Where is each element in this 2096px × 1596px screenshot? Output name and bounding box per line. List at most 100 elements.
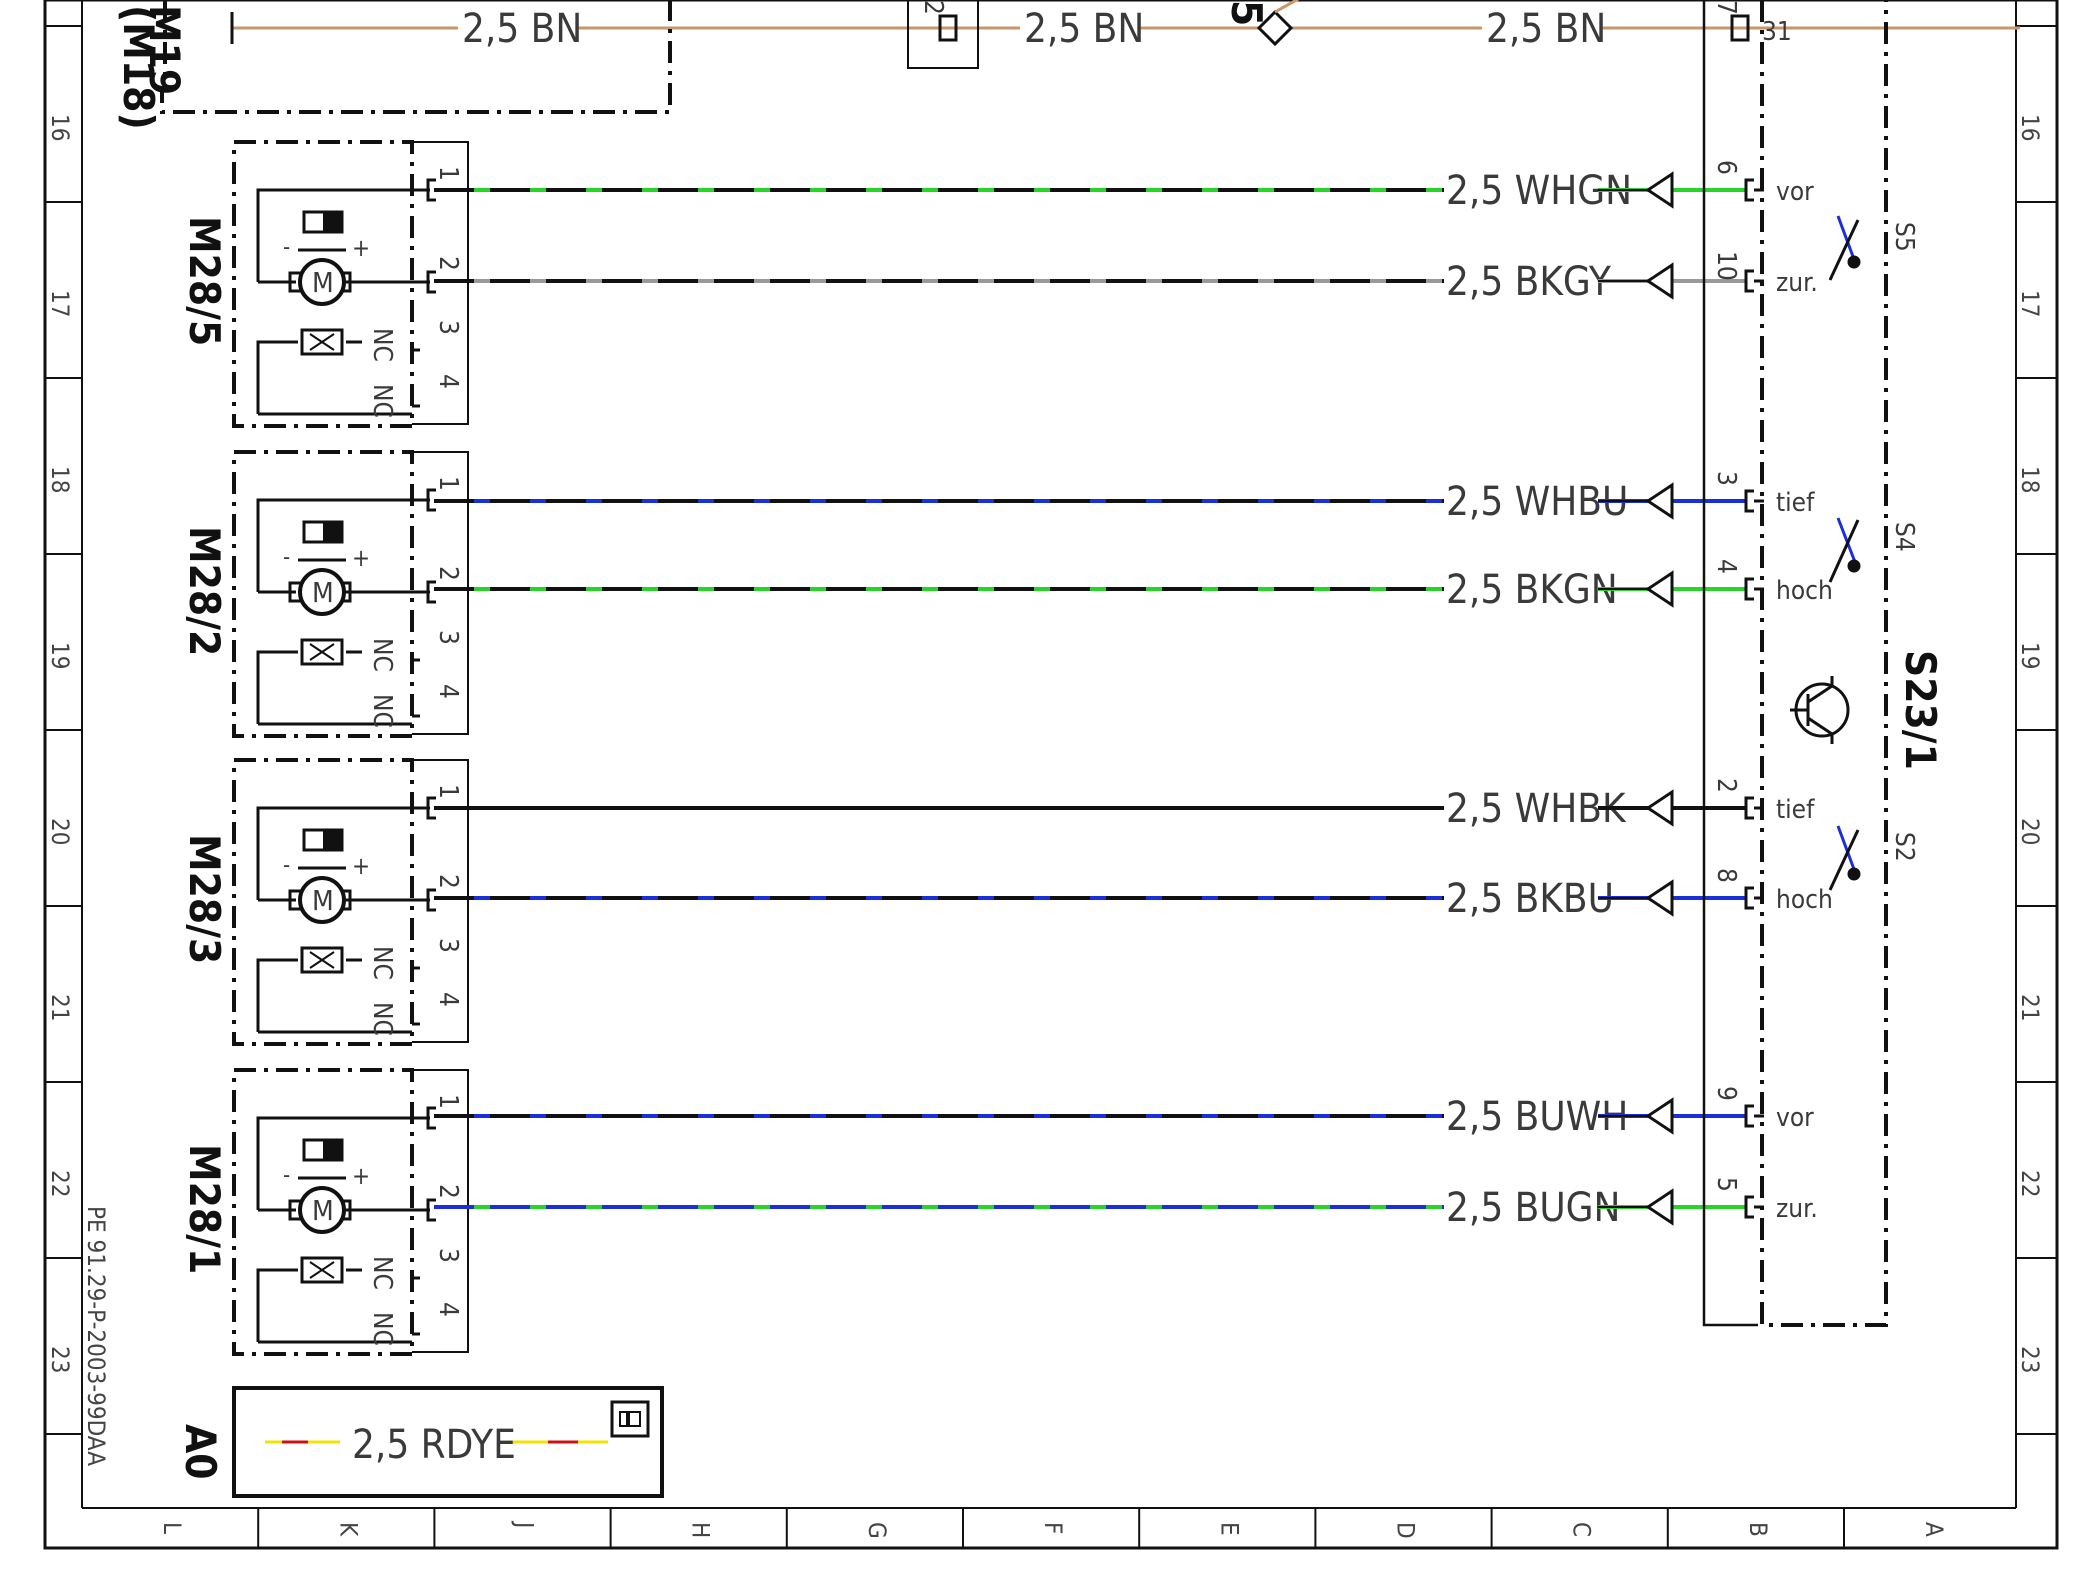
right-pin-7: 7: [1711, 0, 1741, 15]
minus-sign: -: [283, 235, 290, 260]
motor-symbol: M: [312, 576, 334, 609]
switch-pin-label: 8: [1711, 868, 1741, 883]
wire: 2,5 WHBU 3 tief: [434, 471, 1815, 525]
row-label-left: 20: [46, 818, 74, 845]
column-label: H: [687, 1522, 715, 1538]
terminal-label: zur.: [1776, 268, 1818, 298]
nc-label: NC: [367, 1312, 397, 1346]
minus-sign: -: [283, 1163, 290, 1188]
minus-sign: -: [283, 545, 290, 570]
wire-label: 2,5 WHBU: [1446, 479, 1628, 525]
brown-wire-label-1: 2,5 BN: [462, 6, 582, 52]
motor-name: M28/3: [180, 834, 229, 964]
sensor-icon: [300, 1256, 344, 1284]
switch-pin-label: 6: [1711, 160, 1741, 175]
motor-pin-label: 1: [433, 476, 463, 491]
wire-label: 2,5 WHBK: [1446, 786, 1627, 832]
motor-pin-label: 3: [433, 1248, 463, 1263]
motor-pin-label: 3: [433, 320, 463, 335]
nc-label: NC: [367, 384, 397, 418]
column-label: L: [158, 1522, 186, 1534]
motor-pin-label: 4: [433, 684, 463, 699]
switch-pin-label: 9: [1711, 1086, 1741, 1101]
nc-label: NC: [367, 1002, 397, 1036]
connector-arrow-icon: [1645, 1188, 1674, 1226]
row-label-left: 21: [46, 994, 74, 1021]
m18-label: (M18): [114, 5, 163, 130]
motor-pin-label: 2: [433, 256, 463, 271]
s4-label: S4: [1889, 522, 1919, 552]
column-label: F: [1039, 1522, 1067, 1534]
motor-name: M28/2: [180, 526, 229, 656]
motor-pin-label: 3: [433, 938, 463, 953]
column-label: G: [863, 1522, 891, 1539]
switch-pin-label: 4: [1711, 559, 1741, 574]
row-label-right: 18: [2016, 466, 2044, 493]
m19-label: M19: [140, 5, 189, 95]
motor-pin-label: 2: [433, 874, 463, 889]
info-icon: [610, 1400, 650, 1438]
nc-label: NC: [367, 946, 397, 980]
motor-blocks: M-+1234NCNCM28/5M-+1234NCNCM28/2M-+1234N…: [180, 140, 469, 1356]
document-number: PE 91.29-P-2003-99DAA: [82, 1206, 110, 1466]
splice-icon: [1256, 9, 1294, 47]
row-label-right: 17: [2016, 290, 2044, 317]
s5-label: S5: [1889, 222, 1919, 252]
column-label: A: [1920, 1522, 1948, 1537]
row-label-right: 16: [2016, 114, 2044, 141]
switch-pin-label: 3: [1711, 471, 1741, 486]
column-label: C: [1568, 1522, 1596, 1537]
row-label-left: 18: [46, 466, 74, 493]
connector-arrow-icon: [1645, 789, 1674, 827]
column-label: J: [511, 1520, 539, 1528]
motor-pin-label: 4: [433, 1302, 463, 1317]
motor-pin-label: 4: [433, 374, 463, 389]
switch-s5-icon: [1828, 215, 1861, 281]
column-label: D: [1392, 1522, 1420, 1539]
legend-a0: 2,5 RDYE A0: [176, 1386, 664, 1498]
plus-sign: +: [352, 544, 370, 572]
row-label-right: 23: [2016, 1346, 2044, 1373]
nc-label: NC: [367, 694, 397, 728]
legend-wire-label: 2,5 RDYE: [352, 1422, 516, 1468]
legend-ref-a0: A0: [176, 1424, 225, 1480]
wire-label: 2,5 BUWH: [1446, 1094, 1628, 1140]
brown-wire-label-2: 2,5 BN: [1024, 6, 1144, 52]
fuse-label: 5: [1222, 0, 1271, 26]
minus-sign: -: [283, 853, 290, 878]
switch-s4-icon: [1828, 517, 1861, 583]
switch-s2-icon: [1828, 825, 1861, 891]
terminal-31: 31: [1762, 17, 1792, 47]
connector-arrow-icon: [1645, 879, 1674, 917]
row-label-left: 16: [46, 114, 74, 141]
connector-pin-label: 2: [918, 0, 948, 15]
transistor-icon: [1790, 676, 1850, 744]
terminal-label: hoch: [1776, 885, 1833, 915]
motor-pin-label: 4: [433, 992, 463, 1007]
terminal-label: tief: [1776, 488, 1815, 518]
top-section: M19 (M18) 2 5 7 31 2,5 BN 2,5 BN 2,5 BN: [114, 0, 2020, 130]
switch-pin-label: 5: [1711, 1177, 1741, 1192]
row-label-left: 23: [46, 1346, 74, 1373]
row-label-left: 17: [46, 290, 74, 317]
row-label-right: 19: [2016, 642, 2044, 669]
nc-label: NC: [367, 328, 397, 362]
motor-pin-label: 1: [433, 166, 463, 181]
motor-pin-label: 1: [433, 784, 463, 799]
row-label-right: 21: [2016, 994, 2044, 1021]
terminal-label: vor: [1776, 177, 1814, 207]
